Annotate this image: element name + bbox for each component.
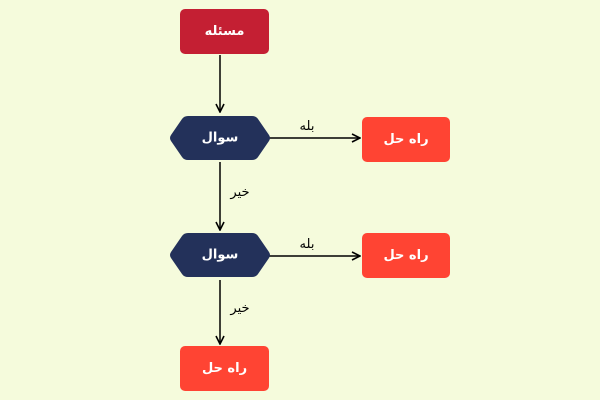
solution-node-1-label: راه حل bbox=[383, 132, 428, 147]
problem-node-label: مسئله bbox=[205, 24, 245, 39]
solution-node-3-label: راه حل bbox=[202, 361, 247, 376]
decision-node-2: سوال bbox=[170, 233, 270, 277]
solution-node-2: راه حل bbox=[362, 233, 450, 278]
decision-node-1-label: سوال bbox=[202, 131, 239, 146]
solution-node-2-label: راه حل bbox=[383, 248, 428, 263]
edge-label-no-1: خیر bbox=[229, 185, 249, 200]
solution-node-3: راه حل bbox=[180, 346, 269, 391]
problem-node: مسئله bbox=[180, 9, 269, 54]
decision-node-1: سوال bbox=[170, 116, 270, 160]
solution-node-1: راه حل bbox=[362, 117, 450, 162]
decision-node-2-label: سوال bbox=[202, 248, 239, 263]
edge-label-no-2: خیر bbox=[229, 301, 249, 316]
edge-label-yes-1: بله bbox=[300, 119, 315, 134]
edge-label-yes-2: بله bbox=[300, 237, 315, 252]
